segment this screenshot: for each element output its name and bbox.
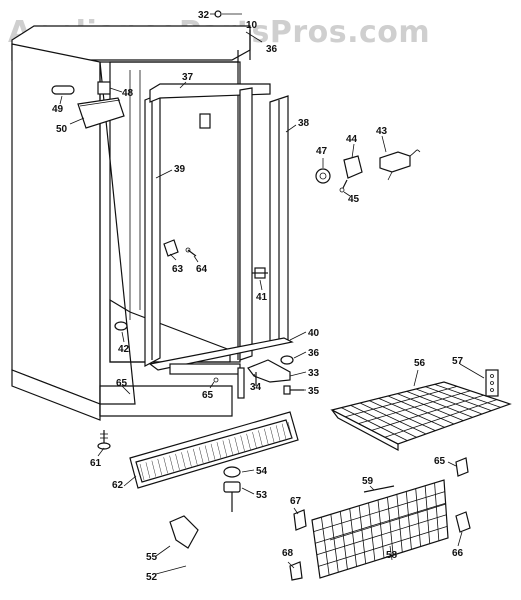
base-parts <box>169 363 245 399</box>
bracket-parts <box>247 355 304 395</box>
label-56: 56 <box>414 358 426 369</box>
drain-42 <box>114 321 128 331</box>
callout-labels: 32 10 36 37 38 48 49 50 39 47 44 43 45 6… <box>52 10 464 583</box>
leveling-leg-61 <box>97 430 111 450</box>
label-35: 35 <box>308 386 320 397</box>
hinge-parts <box>163 239 197 257</box>
label-49: 49 <box>52 104 64 115</box>
label-65a: 65 <box>116 378 128 389</box>
shield-50 <box>77 97 125 129</box>
label-52: 52 <box>146 572 158 583</box>
label-36a: 36 <box>266 44 278 55</box>
label-42: 42 <box>118 344 130 355</box>
handle-59 <box>363 485 395 493</box>
basket-58 <box>311 479 449 579</box>
lamp-49 <box>51 85 75 95</box>
label-10: 10 <box>246 20 258 31</box>
thermostat-44 <box>343 155 363 179</box>
label-40: 40 <box>308 328 320 339</box>
label-37: 37 <box>182 72 194 83</box>
bracket-33 <box>247 359 291 383</box>
label-43: 43 <box>376 126 388 137</box>
cap-54 <box>223 466 241 478</box>
washer-36 <box>280 355 294 365</box>
mullion-strip-38 <box>269 95 289 347</box>
clip-66 <box>455 511 471 533</box>
label-44: 44 <box>346 134 358 145</box>
label-67: 67 <box>290 496 302 507</box>
label-61: 61 <box>90 458 102 469</box>
label-57: 57 <box>452 356 464 367</box>
label-55: 55 <box>146 552 158 563</box>
clip-67 <box>293 509 307 531</box>
clip-65-right <box>455 457 469 477</box>
label-50: 50 <box>56 124 68 135</box>
front-grille-62 <box>129 411 299 489</box>
cabinet-body <box>11 25 251 421</box>
label-38: 38 <box>298 118 310 129</box>
label-64: 64 <box>196 264 208 275</box>
plug-41 <box>252 267 268 279</box>
shelf-clip-57 <box>485 369 499 397</box>
label-54: 54 <box>256 466 268 477</box>
drain-tube-52 <box>169 515 238 572</box>
label-32: 32 <box>198 10 210 21</box>
hinge-63 <box>163 239 179 257</box>
label-47: 47 <box>316 146 328 157</box>
label-48: 48 <box>122 88 134 99</box>
leader-lines <box>59 13 485 575</box>
clip-68 <box>289 561 303 581</box>
label-65b: 65 <box>202 390 214 401</box>
label-41: 41 <box>256 292 268 303</box>
label-58: 58 <box>386 550 398 561</box>
label-68: 68 <box>282 548 294 559</box>
label-53: 53 <box>256 490 268 501</box>
screw-64 <box>187 249 197 257</box>
label-34: 34 <box>250 382 262 393</box>
label-65c: 65 <box>434 456 446 467</box>
screw-45 <box>339 187 345 193</box>
fitting-53 <box>223 481 241 493</box>
switch-43 <box>379 151 411 173</box>
control-parts <box>315 149 421 193</box>
top-fasteners <box>214 10 242 18</box>
drain-fitting <box>223 466 241 512</box>
clip-55 <box>169 515 199 549</box>
knob-47 <box>315 168 331 184</box>
wire-shelf-56 <box>330 381 512 451</box>
socket-48 <box>97 81 111 95</box>
label-39: 39 <box>174 164 186 175</box>
label-33: 33 <box>308 368 320 379</box>
label-45: 45 <box>348 194 360 205</box>
label-36b: 36 <box>308 348 320 359</box>
label-62: 62 <box>112 480 124 491</box>
center-divider-39 <box>144 93 161 367</box>
bottom-rail-40 <box>148 337 294 371</box>
label-59: 59 <box>362 476 374 487</box>
label-66: 66 <box>452 548 464 559</box>
label-63: 63 <box>172 264 184 275</box>
breaker-strip-37 <box>149 83 271 361</box>
